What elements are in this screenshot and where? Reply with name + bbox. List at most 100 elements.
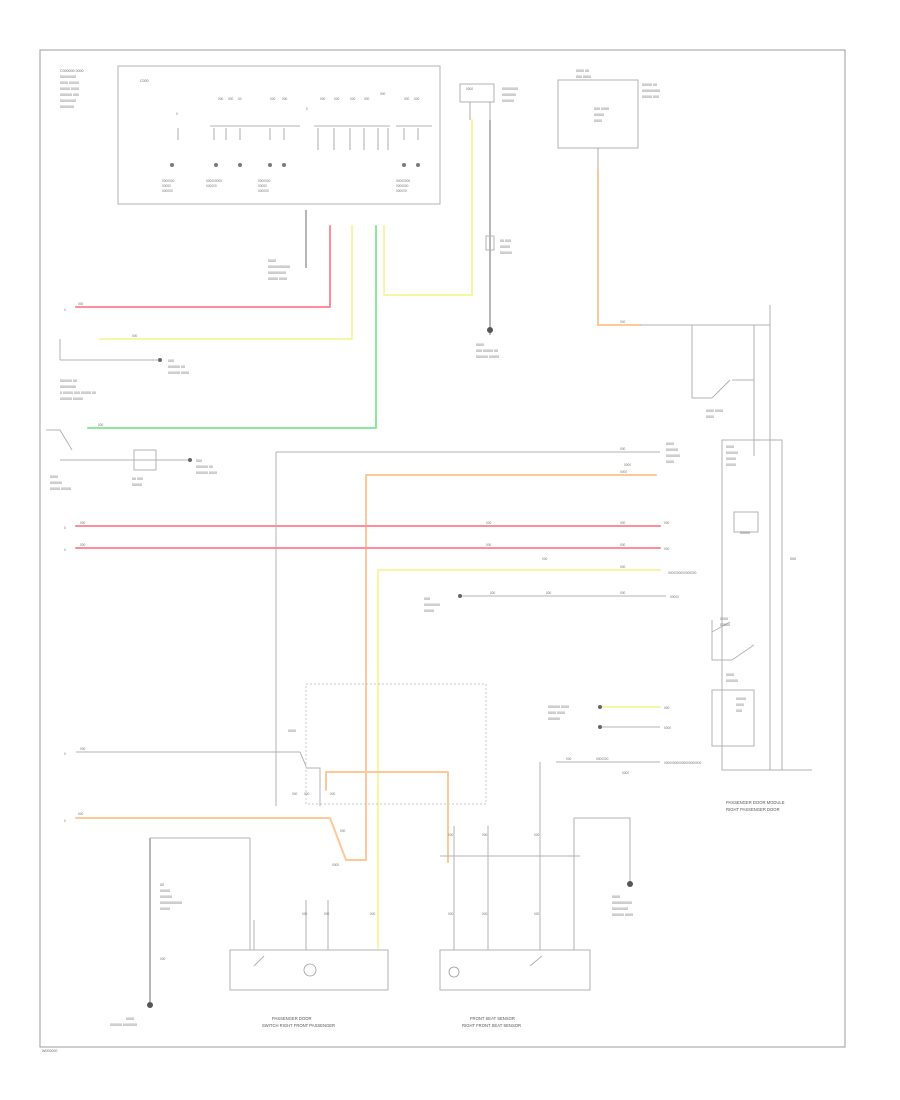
svg-text:00000: 00000 — [160, 889, 170, 893]
svg-text:0: 0 — [64, 308, 66, 312]
svg-text:000: 000 — [620, 543, 626, 547]
wire-yellow-top-center: 0000000 00000 00000000 00000 00 00000000… — [383, 119, 512, 359]
svg-text:000: 000 — [78, 302, 84, 306]
svg-text:000: 000 — [486, 543, 492, 547]
wire-red-pair: 00 000000 000000 000000 000 — [64, 521, 661, 561]
svg-text:000000 0000: 000000 0000 — [168, 371, 189, 375]
top-left-connector-block: C000000 0000 00000000 0000 00000 00000 0… — [60, 65, 441, 205]
svg-text:000: 000 — [486, 521, 492, 525]
svg-text:00000000: 00000000 — [502, 87, 518, 91]
left-switch-upper: 000000000 00000000 0000 000000 000000000… — [59, 339, 189, 401]
svg-text:00000000: 00000000 — [424, 603, 440, 607]
svg-text:000: 000 — [482, 833, 488, 837]
svg-text:0000 0000: 0000 0000 — [548, 711, 565, 715]
center-dashed-box: 000 0 0000 000 000 000 000 0000 — [64, 683, 487, 867]
svg-text:000000: 000000 — [396, 189, 407, 193]
svg-text:00000: 00000 — [258, 184, 267, 188]
svg-text:00000: 00000 — [500, 245, 510, 249]
svg-text:0: 0 — [176, 112, 178, 116]
svg-text:0000000: 0000000 — [666, 454, 680, 458]
svg-text:0000 00: 0000 00 — [576, 69, 589, 73]
svg-text:000: 000 — [490, 591, 496, 595]
svg-text:00000000: 00000000 — [60, 99, 76, 103]
wire-yellow-upper-left: 000 — [99, 225, 353, 340]
svg-text:0 00000 000 00000 00: 0 00000 000 00000 00 — [60, 391, 96, 395]
svg-text:0000000000000000: 0000000000000000 — [668, 571, 697, 575]
svg-text:PASSENGER DOOR MODULE: PASSENGER DOOR MODULE — [726, 800, 785, 805]
svg-text:0000: 0000 — [720, 617, 728, 621]
relay-switch-right: 0000 00000000 — [691, 325, 754, 419]
svg-text:0: 0 — [64, 526, 66, 530]
svg-text:0000: 0000 — [624, 463, 631, 467]
svg-text:00000000: 00000000 — [396, 179, 410, 183]
svg-text:C000: C000 — [140, 79, 149, 83]
svg-text:000: 000 — [80, 543, 86, 547]
svg-text:00000: 00000 — [740, 531, 750, 535]
svg-text:0: 0 — [64, 819, 66, 823]
svg-text:00000 00: 00000 00 — [642, 83, 657, 87]
svg-text:000000: 000000 — [726, 451, 738, 455]
svg-text:000: 000 — [534, 912, 540, 916]
svg-text:PASSENGER DOOR: PASSENGER DOOR — [272, 1016, 311, 1021]
svg-text:00000: 00000 — [726, 457, 736, 461]
svg-text:0000000: 0000000 — [596, 757, 609, 761]
svg-text:000: 000 — [380, 92, 386, 96]
svg-text:00: 00 — [160, 883, 164, 887]
svg-text:000000000: 000000000 — [268, 271, 286, 275]
svg-text:00000: 00000 — [726, 463, 736, 467]
svg-text:000 00000 00: 000 00000 00 — [476, 349, 498, 353]
svg-text:0000: 0000 — [622, 771, 629, 775]
svg-text:000: 000 — [350, 97, 356, 101]
svg-text:00000 00000: 00000 00000 — [50, 487, 71, 491]
svg-text:00000: 00000 — [594, 113, 604, 117]
svg-text:000: 000 — [404, 97, 410, 101]
svg-text:FRONT SEAT SENSOR: FRONT SEAT SENSOR — [470, 1016, 515, 1021]
svg-text:000: 000 — [448, 833, 454, 837]
svg-text:0000: 0000 — [726, 673, 734, 677]
svg-text:000: 000 — [620, 320, 626, 324]
svg-text:000: 000 — [330, 792, 336, 796]
svg-text:00000: 00000 — [670, 595, 679, 599]
svg-text:00 000: 00 000 — [500, 239, 511, 243]
svg-text:000: 000 — [270, 97, 276, 101]
svg-text:000: 000 — [620, 447, 626, 451]
svg-text:000: 000 — [664, 706, 670, 710]
svg-text:000: 000 — [168, 359, 174, 363]
svg-text:0000: 0000 — [268, 259, 276, 263]
svg-text:0000: 0000 — [664, 726, 671, 730]
svg-text:000: 000 — [78, 812, 84, 816]
svg-text:0000: 0000 — [332, 863, 339, 867]
svg-text:00000: 00000 — [720, 623, 730, 627]
svg-text:000: 000 — [370, 912, 376, 916]
svg-text:000: 000 — [534, 833, 540, 837]
top-right-fuse-box: 0000 00000 0000 00000 0000000000000000 0… — [557, 69, 660, 170]
svg-text:0000: 0000 — [736, 703, 744, 707]
svg-text:000: 000 — [80, 747, 86, 751]
wire-gray-row: 000 000000000000000000000 0000 — [275, 442, 680, 806]
wire-orange-long: 000 0 0000 — [64, 470, 657, 861]
svg-text:000000 00: 000000 00 — [168, 365, 185, 369]
wire-orange-short — [325, 771, 449, 863]
svg-text:0000000: 0000000 — [60, 105, 74, 109]
svg-text:000000: 000000 — [500, 251, 512, 255]
left-switch-lower: 000000000 00000000 0000 000000000000000 … — [46, 429, 217, 491]
svg-text:00000: 00000 — [424, 609, 434, 613]
svg-text:C000000 0000: C000000 0000 — [60, 69, 84, 73]
wire-yellow-middle: 000 0000000000000000 — [377, 565, 697, 949]
svg-text:000000: 000000 — [726, 679, 738, 683]
svg-text:00000: 00000 — [736, 697, 746, 701]
svg-text:000: 000 — [546, 591, 552, 595]
svg-text:0000: 0000 — [288, 729, 296, 733]
svg-text:000: 000 — [414, 97, 420, 101]
svg-text:0000 00000: 0000 00000 — [60, 81, 79, 85]
svg-text:000000 00000: 000000 00000 — [476, 355, 499, 359]
svg-text:0000: 0000 — [726, 445, 734, 449]
svg-text:0000: 0000 — [706, 415, 714, 419]
